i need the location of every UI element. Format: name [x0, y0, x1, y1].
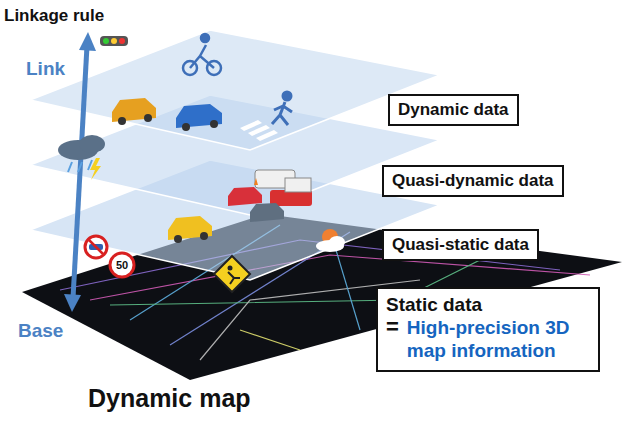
- traffic-jam: [228, 170, 312, 222]
- data-layer-box: Quasi-dynamic data: [382, 165, 564, 197]
- data-layer-box: Dynamic data: [388, 94, 519, 126]
- box-title: Quasi-static data: [392, 235, 529, 255]
- speed-sign: [110, 253, 134, 277]
- speed-limit-number: 50: [110, 258, 134, 272]
- link-base-arrow: [64, 32, 96, 312]
- linkage-rule-heading: Linkage rule: [4, 6, 104, 26]
- equals-sign: =: [386, 316, 399, 338]
- diagram-caption: Dynamic map: [88, 384, 251, 413]
- data-layer-box: Static data= High-precision 3D map inform…: [376, 287, 600, 372]
- pedestrian: [272, 92, 292, 125]
- construction-sign: [214, 256, 250, 292]
- link-label: Link: [26, 58, 65, 80]
- no-parking-sign: [85, 236, 107, 258]
- box-title: Quasi-dynamic data: [392, 171, 554, 191]
- sun-cloud: [316, 229, 345, 252]
- data-layer-box: Quasi-static data: [382, 229, 539, 261]
- box-description: High-precision 3D map information: [407, 316, 582, 362]
- cars: [112, 98, 222, 131]
- box-title: Dynamic data: [398, 100, 509, 120]
- cyclist: [183, 34, 221, 75]
- rain-cloud: [58, 135, 105, 180]
- box-title: Static data: [386, 294, 590, 316]
- taxi: [168, 216, 212, 243]
- base-label: Base: [18, 320, 63, 342]
- traffic-light: [100, 36, 128, 46]
